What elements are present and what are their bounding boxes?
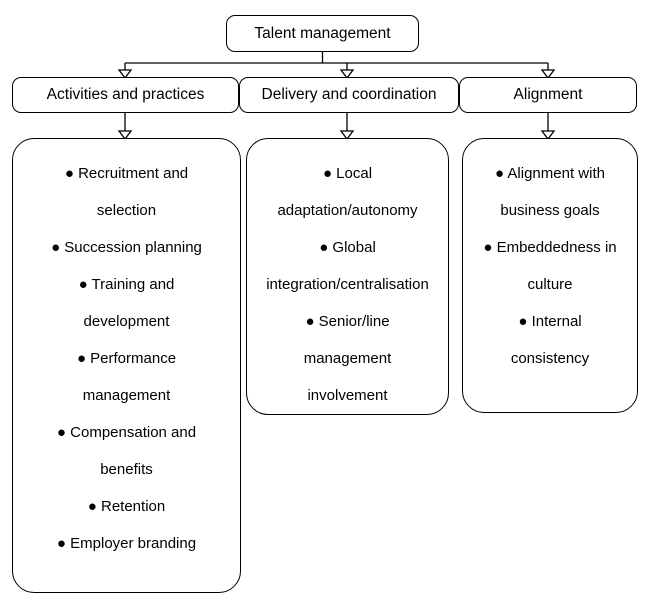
list-line: ● Succession planning [51, 239, 202, 256]
list-line: ● Global [319, 239, 376, 256]
list-line: development [83, 313, 170, 330]
list-line: ● Employer branding [56, 535, 197, 552]
node-alignment-label: Alignment [513, 86, 583, 103]
list-line: management [303, 350, 392, 367]
list-line: culture [527, 276, 573, 293]
list-line: ● Performance [76, 350, 177, 367]
list-line: ● Compensation and [56, 424, 197, 441]
list-box-delivery-and-coordination: ● Local adaptation/autonomy ● Global integr… [246, 138, 449, 415]
list-line: ● Internal [518, 313, 582, 330]
list-line: involvement [307, 387, 388, 404]
list-line: ● Local [322, 165, 373, 182]
list-line: ● Alignment with [495, 165, 605, 182]
list-line: ● Embeddedness in [483, 239, 617, 256]
list-box-activities-and-practices: ● Recruitment and selection ● Succession p… [12, 138, 241, 593]
list-line: ● Senior/line [305, 313, 390, 330]
list-lines-alignment: ● Alignment with business goals ● Embedded… [473, 155, 627, 377]
list-line: benefits [100, 461, 153, 478]
list-line: integration/centralisation [266, 276, 429, 293]
node-talent-management-label: Talent management [254, 25, 391, 42]
node-activities-and-practices: Activities and practices [12, 77, 239, 113]
list-lines-delivery-and-coordination: ● Local adaptation/autonomy ● Global integr… [257, 155, 438, 414]
node-talent-management: Talent management [226, 15, 419, 52]
list-line: selection [96, 202, 157, 219]
list-line: adaptation/autonomy [277, 202, 418, 219]
list-line: ● Retention [87, 498, 166, 515]
list-line: ● Training and [78, 276, 175, 293]
node-alignment: Alignment [459, 77, 637, 113]
list-box-alignment: ● Alignment with business goals ● Embedded… [462, 138, 638, 413]
list-lines-activities-and-practices: ● Recruitment and selection ● Succession p… [23, 155, 230, 562]
list-line: management [82, 387, 171, 404]
list-line: ● Recruitment and [64, 165, 189, 182]
list-line: consistency [510, 350, 590, 367]
node-delivery-and-coordination: Delivery and coordination [239, 77, 459, 113]
list-line: business goals [500, 202, 600, 219]
node-delivery-and-coordination-label: Delivery and coordination [261, 86, 437, 103]
node-activities-and-practices-label: Activities and practices [46, 86, 205, 103]
